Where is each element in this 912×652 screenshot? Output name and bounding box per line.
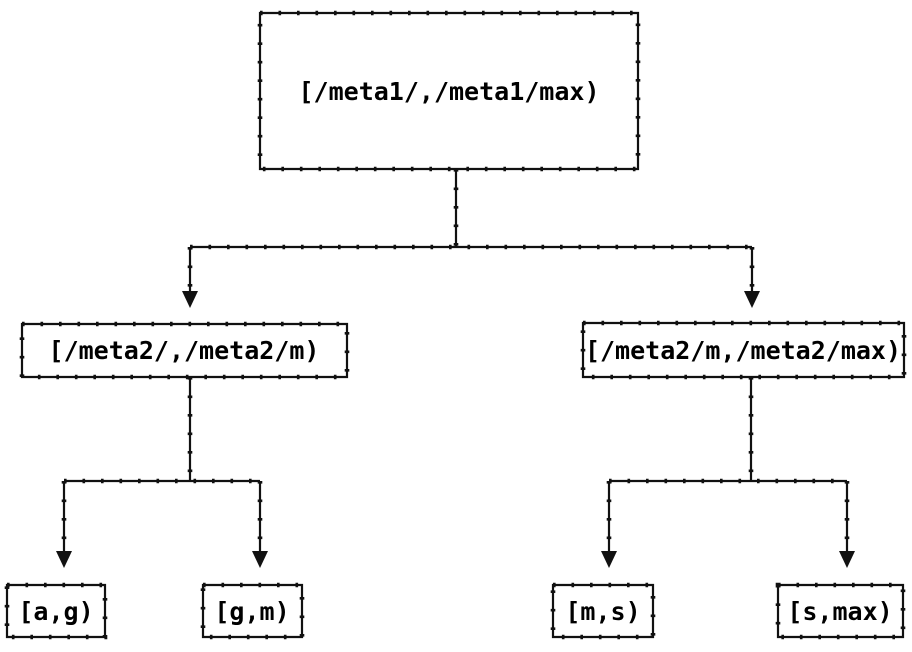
node-right: [/meta2/m,/meta2/max) [580,320,907,380]
edge-line [607,377,849,551]
node-leaf-ms-label: [m,s) [565,597,640,626]
node-leaf-ag-label: [a,g) [18,597,93,626]
node-box [581,321,906,379]
edge-line-ticks [187,169,755,291]
edge-line [188,169,754,291]
edge-line [62,377,262,551]
edge-root-to-children [182,169,760,308]
node-root: [/meta1/,/meta1/max) [257,10,641,172]
node-box-ticks [257,10,641,172]
node-box [551,583,655,639]
node-root-label: [/meta1/,/meta1/max) [298,77,599,106]
edge-line-ticks [606,377,850,551]
node-box-ticks [4,582,108,640]
arrow-down-icon [601,551,617,568]
node-leaf-smax-label: [s,max) [787,597,892,626]
node-leaf-ag: [a,g) [4,582,108,640]
node-leaf-gm-label: [g,m) [214,597,289,626]
arrow-down-icon [252,551,268,568]
node-left: [/meta2/,/meta2/m) [19,321,350,380]
node-left-label: [/meta2/,/meta2/m) [49,336,320,365]
arrow-down-icon [182,291,198,308]
arrow-down-icon [839,551,855,568]
node-right-label: [/meta2/m,/meta2/max) [585,336,901,365]
arrow-down-icon [744,291,760,308]
node-box [20,322,349,379]
node-box [201,583,304,639]
node-leaf-smax: [s,max) [775,582,906,640]
edge-left-to-leaves [56,377,268,568]
arrow-down-icon [56,551,72,568]
edge-line-ticks [61,377,263,551]
node-box [776,583,905,639]
node-leaf-ms: [m,s) [550,582,656,640]
edge-right-to-leaves [601,377,855,568]
node-leaf-gm: [g,m) [200,582,305,640]
